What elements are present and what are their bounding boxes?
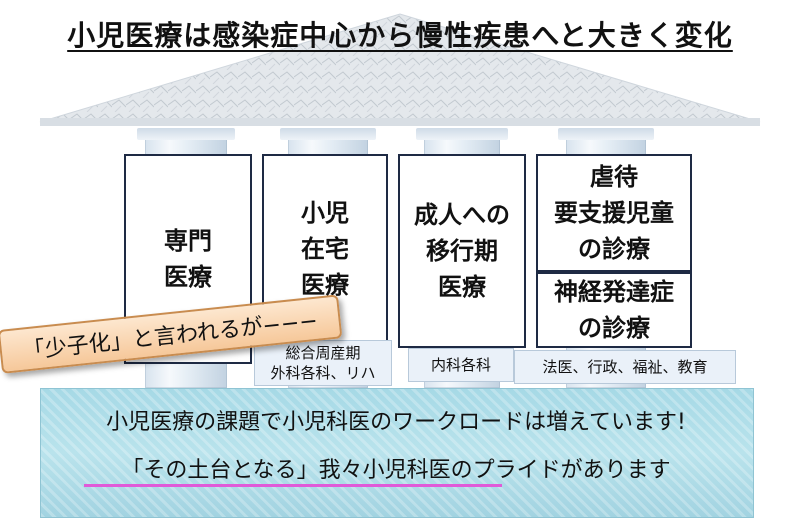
roof — [39, 13, 761, 126]
pillar-neurodevelopment: 神経発達症 の診療 — [536, 272, 692, 348]
subtag-internal-medicine: 内科各科 — [408, 348, 514, 382]
foundation — [40, 388, 754, 518]
subtag-forensic-welfare: 法医、行政、福祉、教育 — [514, 350, 736, 384]
subtag-perinatal-surgery: 総合周産期 外科各科、リハ — [254, 340, 392, 386]
foundation-line-1: 小児医療の課題で小児科医のワークロードは増えています! — [106, 410, 686, 435]
roof-beam — [40, 118, 760, 126]
pillar-abuse-support: 虐待 要支援児童 の診療 — [536, 154, 692, 272]
pillar-transition-care: 成人への 移行期 医療 — [398, 154, 526, 348]
page-title: 小児医療は感染症中心から慢性疾患へと大きく変化 — [67, 19, 733, 52]
pride-underline — [84, 484, 502, 487]
foundation-line-2: 「その土台となる」我々小児科医のプライドがあります — [121, 458, 671, 483]
